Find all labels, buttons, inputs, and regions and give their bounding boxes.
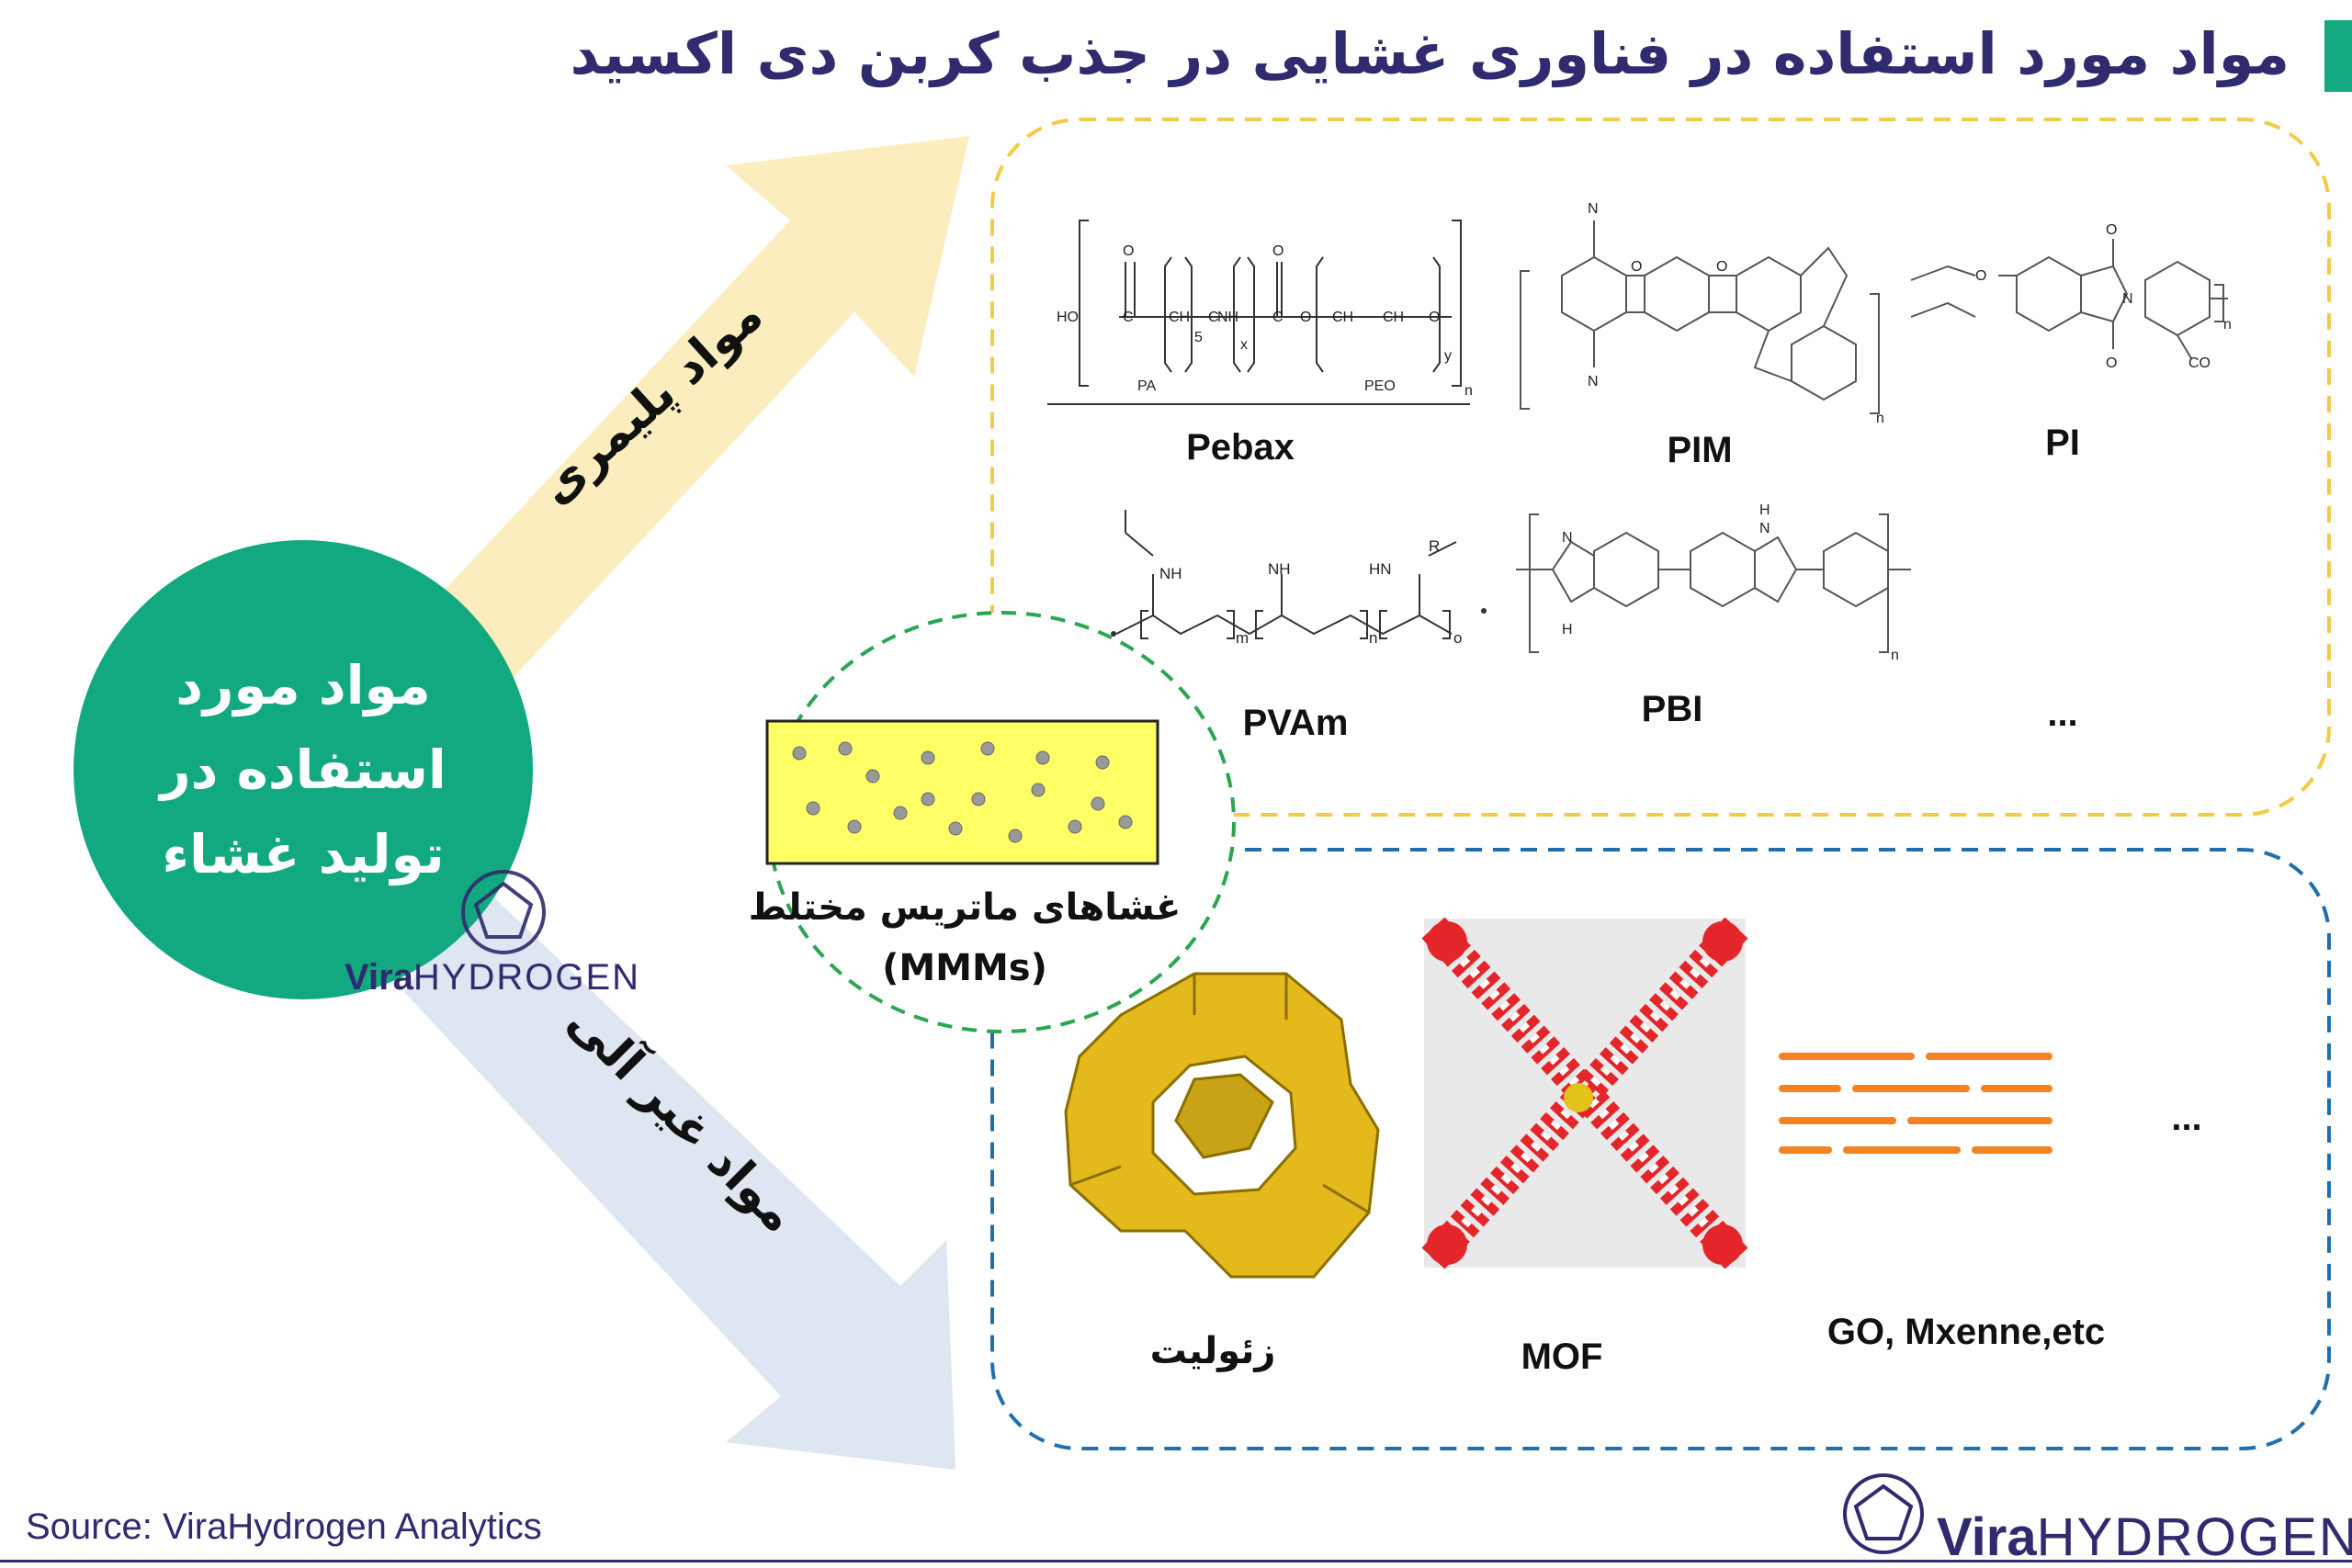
pbi-n1: N	[1562, 530, 1573, 546]
center-node-text: مواد مورد استفاده در تولید غشاء	[83, 643, 524, 897]
pebax-n: n	[1464, 383, 1473, 399]
polymer-label-pim: PIM	[1667, 430, 1733, 470]
pvam-end-right	[1481, 608, 1487, 614]
mmm-label: غشاهای ماتریس مختلط (MMMs)	[735, 877, 1194, 998]
pbi-n: n	[1891, 648, 1899, 663]
pebax-y: y	[1444, 348, 1452, 364]
pi-sub-n: n	[2223, 317, 2232, 333]
pbi-h1: H	[1562, 622, 1573, 637]
polymer-label-more: ...	[2047, 694, 2078, 734]
pvam-r: R	[1429, 537, 1440, 555]
center-line-1: مواد مورد	[175, 654, 431, 716]
inorganic-label-more: ...	[2171, 1098, 2202, 1138]
pvam-nh-left: NH	[1159, 565, 1182, 582]
source-note: Source: ViraHydrogen Analytics	[26, 1506, 542, 1547]
polymer-label-pebax: Pebax	[1186, 427, 1295, 468]
pebax-c3: C	[1272, 310, 1283, 325]
pim-o2: O	[1716, 259, 1727, 275]
logo-footer-bold: Vira	[1937, 1507, 2037, 1567]
pebax-nh: NH	[1217, 310, 1238, 325]
logo-center: ViraHYDROGEN	[345, 957, 640, 998]
mof-image	[1421, 917, 1748, 1269]
inorganic-box	[990, 848, 2331, 1450]
inorganic-label-zeolite: زئولیت	[1149, 1330, 1276, 1372]
pvam-structure	[1115, 510, 1457, 639]
inorganic-label-go: GO, Mxenne,etc	[1826, 1312, 2106, 1352]
polymer-box	[990, 118, 2331, 817]
pim-n: n	[1876, 411, 1884, 426]
pi-structure	[1910, 239, 2228, 359]
logo-mark-footer	[1843, 1473, 1924, 1554]
arrow-polymer	[395, 136, 969, 735]
inorganic-label-mof: MOF	[1521, 1337, 1603, 1377]
logo-footer: ViraHYDROGEN	[1937, 1506, 2352, 1568]
pvam-nh2: NH	[1268, 560, 1291, 578]
pebax-ch2b: CH	[1332, 310, 1353, 325]
polymer-label-pbi: PBI	[1641, 689, 1703, 729]
pbi-h2: H	[1759, 502, 1770, 518]
pvam-n: n	[1369, 629, 1377, 647]
pim-o1: O	[1631, 259, 1642, 275]
pvam-o: o	[1453, 629, 1462, 647]
pebax-c1: C	[1123, 310, 1134, 325]
pebax-structure	[1047, 220, 1470, 405]
pebax-ch2c: CH	[1383, 310, 1404, 325]
pim-cn-bottom: N	[1588, 374, 1599, 389]
pebax-sub5: 5	[1194, 330, 1203, 345]
zeolite-image	[1064, 972, 1380, 1279]
pvam-end-left	[1111, 631, 1116, 637]
pebax-pa: PA	[1137, 378, 1156, 394]
page-title: مواد مورد استفاده در فناوری غشایی در جذب…	[570, 20, 2290, 87]
logo-center-thin: HYDROGEN	[413, 957, 641, 998]
pebax-x: x	[1240, 337, 1248, 353]
center-line-2: استفاده در	[160, 739, 447, 801]
logo-footer-thin: HYDROGEN	[2036, 1507, 2352, 1567]
pebax-c2: C	[1208, 310, 1219, 325]
pebax-o4: O	[1429, 310, 1440, 325]
pi-n: N	[2122, 291, 2133, 307]
go-sheets	[1779, 1053, 2052, 1154]
pebax-o1: O	[1123, 243, 1134, 259]
pim-structure	[1520, 220, 1880, 414]
logo-mark-center	[461, 870, 546, 954]
pim-cn-top: N	[1588, 201, 1599, 217]
polymer-label-pi: PI	[2045, 423, 2080, 463]
center-line-3: تولید غشاء	[162, 823, 445, 886]
pvam-nh-right: HN	[1369, 560, 1392, 578]
logo-center-bold: Vira	[345, 957, 413, 998]
pebax-o2: O	[1272, 243, 1283, 259]
center-node-circle	[74, 540, 533, 999]
pi-o: O	[1975, 268, 1986, 284]
polymer-label-pvam: PVAm	[1242, 703, 1349, 743]
pbi-structure	[1516, 513, 1911, 653]
footer-divider	[0, 1560, 2352, 1562]
pebax-o3: O	[1300, 310, 1311, 325]
pbi-n2: N	[1759, 521, 1770, 536]
pebax-ch2: CH	[1169, 310, 1190, 325]
mmm-label-fa: غشاهای ماتریس مختلط	[748, 886, 1182, 929]
mmm-particles	[792, 741, 1133, 843]
mmm-matrix	[765, 719, 1159, 865]
title-accent-bar	[2324, 20, 2352, 92]
pebax-ho: HO	[1057, 310, 1079, 325]
arrow-inorganic	[404, 882, 956, 1470]
pi-co: CO	[2188, 355, 2211, 371]
mmm-label-en: (MMMs)	[882, 947, 1047, 989]
pi-o-bottom: O	[2106, 355, 2117, 371]
pi-o-top: O	[2106, 222, 2117, 238]
pebax-peo: PEO	[1364, 378, 1396, 394]
pvam-m: m	[1236, 629, 1249, 647]
